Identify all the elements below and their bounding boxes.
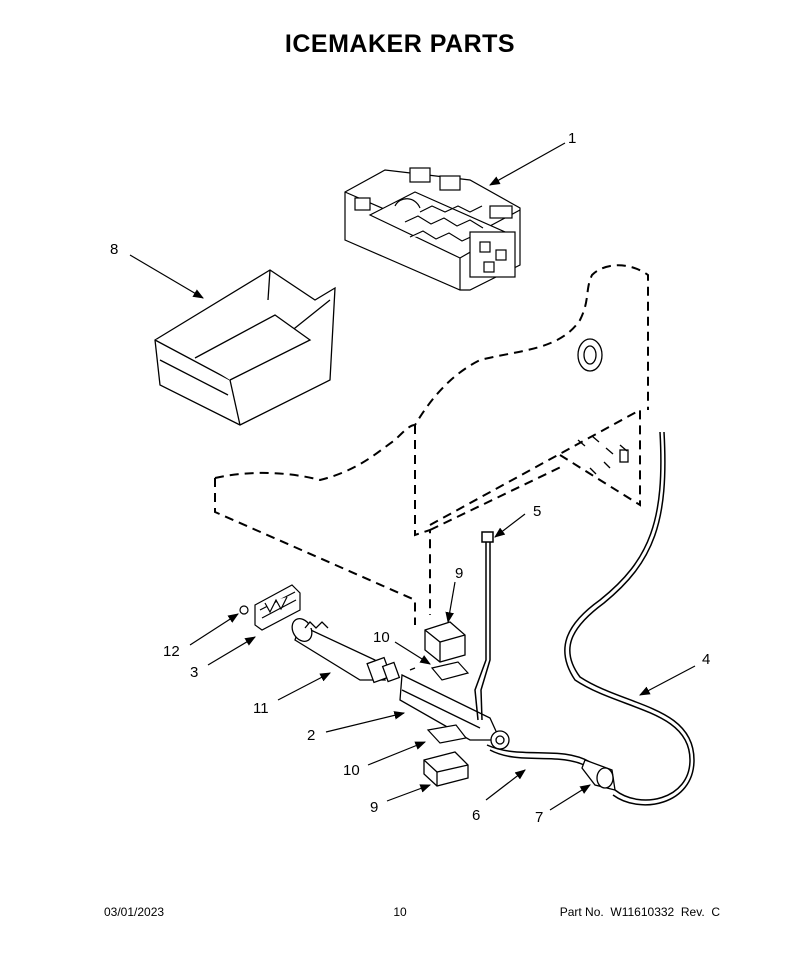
filter-bracket: [239, 584, 301, 631]
callout-10-upper: 10: [373, 629, 390, 646]
leader-12: [189, 613, 239, 646]
filter-manifold: [399, 667, 510, 750]
callout-12: 12: [163, 643, 180, 660]
tape-strip-lower: [426, 724, 468, 744]
callout-11: 11: [253, 700, 269, 717]
page-title: ICEMAKER PARTS: [284, 30, 516, 58]
leader-1: [489, 142, 566, 186]
leader-4: [639, 665, 696, 696]
callout-10-lower: 10: [343, 762, 360, 779]
callout-3: 3: [190, 664, 198, 681]
footer-page-number: 10: [393, 905, 407, 919]
callout-leaders: [129, 142, 696, 811]
foam-pad-lower: [423, 751, 469, 787]
leader-8: [129, 254, 204, 299]
ice-bin: [154, 269, 336, 426]
leader-6: [485, 769, 526, 801]
foam-pad-upper: [424, 621, 466, 663]
leader-5: [494, 513, 526, 538]
valve-water-line: [486, 744, 591, 768]
callout-labels: 1 8 5 9 10 12 3 11 2 4 10 9 6 7: [110, 130, 710, 826]
water-filter: [291, 618, 401, 684]
icemaker-water-tube: [474, 531, 494, 721]
callout-4: 4: [702, 651, 710, 668]
callout-9-upper: 9: [455, 565, 463, 582]
leader-11: [277, 672, 331, 701]
leader-9a: [445, 581, 456, 624]
tape-strip-upper: [430, 661, 470, 681]
leader-3: [207, 636, 256, 666]
cabinet-details: [577, 338, 629, 475]
leader-2: [325, 711, 406, 733]
leader-9b: [386, 784, 432, 802]
callout-1: 1: [568, 130, 576, 147]
callout-5: 5: [533, 503, 541, 520]
leader-10b: [367, 741, 427, 766]
supply-water-tube: [564, 431, 695, 806]
callout-8: 8: [110, 241, 118, 258]
cabinet-outline: [214, 264, 649, 625]
quick-connector: [581, 759, 616, 791]
footer-part-number: Part No. W11610332 Rev. C: [559, 905, 720, 919]
leader-10a: [394, 641, 431, 665]
leader-7: [549, 784, 591, 811]
footer-date: 03/01/2023: [104, 905, 165, 919]
callout-7: 7: [535, 809, 543, 826]
icemaker-assembly: [344, 167, 521, 291]
callout-2: 2: [307, 727, 315, 744]
callout-6: 6: [472, 807, 480, 824]
callout-9-lower: 9: [370, 799, 378, 816]
